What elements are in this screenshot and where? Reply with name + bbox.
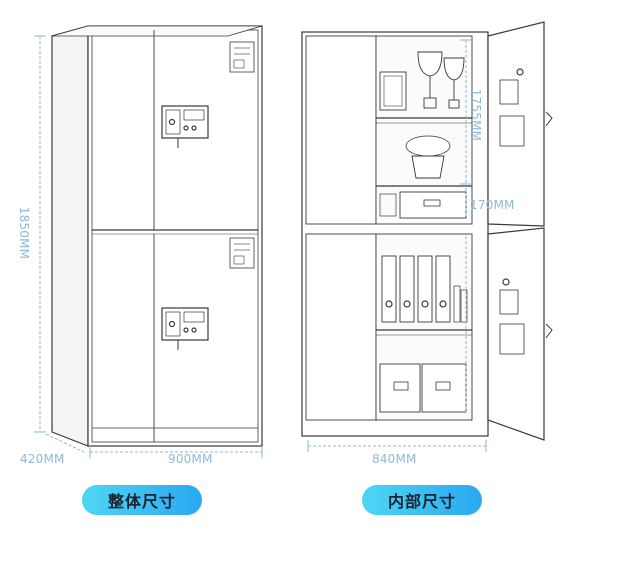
inner-height-label: 1755MM bbox=[469, 88, 484, 142]
open-cabinet bbox=[301, 21, 553, 441]
inner-width-label: 840MM bbox=[372, 452, 417, 466]
overall-width-label: 900MM bbox=[168, 452, 213, 466]
overall-size-caption: 整体尺寸 bbox=[82, 485, 202, 515]
drawer-height-label: 170MM bbox=[470, 198, 515, 212]
closed-cabinet bbox=[51, 25, 263, 447]
interior-dimension-lines bbox=[307, 39, 487, 452]
depth-label: 420MM bbox=[20, 452, 65, 466]
interior-size-caption: 内部尺寸 bbox=[362, 485, 482, 515]
overall-dimension-lines bbox=[34, 35, 263, 458]
overall-height-label: 1850MM bbox=[17, 206, 32, 260]
